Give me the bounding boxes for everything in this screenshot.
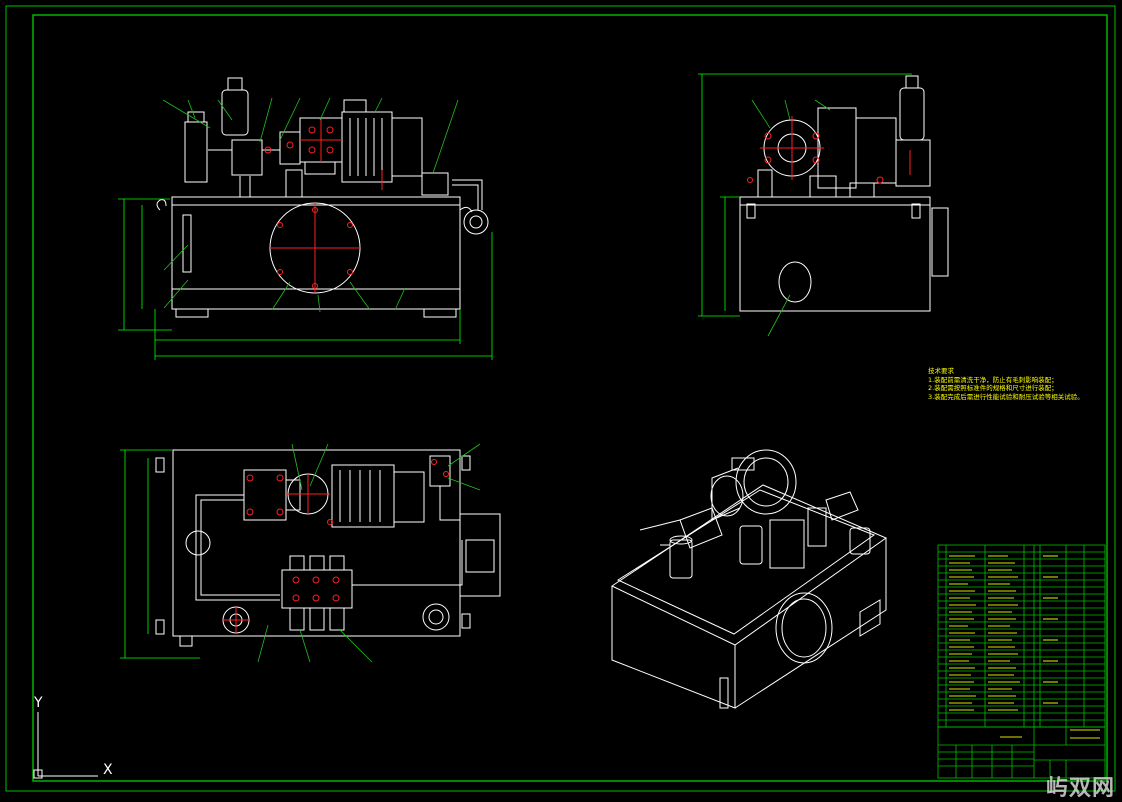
ucs-y-label: Y: [33, 695, 43, 711]
technical-requirement-2: 2.装配需按照标准件的规格和尺寸进行装配；: [928, 384, 1058, 392]
technical-requirement-1: 1.装配前需清洗干净，防止有毛刺影响装配；: [928, 375, 1058, 384]
front-view-dimensions: [118, 198, 493, 360]
front-view: [156, 77, 489, 318]
parts-list-entries: [949, 555, 1100, 739]
technical-requirements-title: 技术要求: [928, 367, 954, 375]
isometric-view: [610, 449, 888, 709]
top-view-leaders: [257, 443, 481, 663]
side-view-dimensions: [698, 73, 912, 317]
front-view-leaders: [162, 97, 459, 313]
top-view-centerlines: [222, 459, 449, 634]
top-view: [155, 449, 501, 647]
technical-requirement-3: 3.装配完成后需进行性能试验和耐压试验等相关试验。: [928, 392, 1084, 401]
sheet-border: [5, 5, 1116, 792]
side-view-centerlines: [747, 116, 911, 184]
top-view-dimensions: [120, 449, 200, 659]
ucs-axis-icon: [33, 712, 98, 779]
front-view-centerlines: [264, 118, 383, 293]
technical-requirements: 技术要求 1.装配前需清洗干净，防止有毛刺影响装配； 2.装配需按照标准件的规格…: [928, 367, 1084, 401]
watermark-logo: 屿双网: [1046, 776, 1116, 801]
parts-list-table: [937, 544, 1106, 779]
side-view: [739, 75, 949, 312]
side-view-leaders: [751, 99, 831, 337]
ucs-x-label: X: [103, 762, 113, 778]
